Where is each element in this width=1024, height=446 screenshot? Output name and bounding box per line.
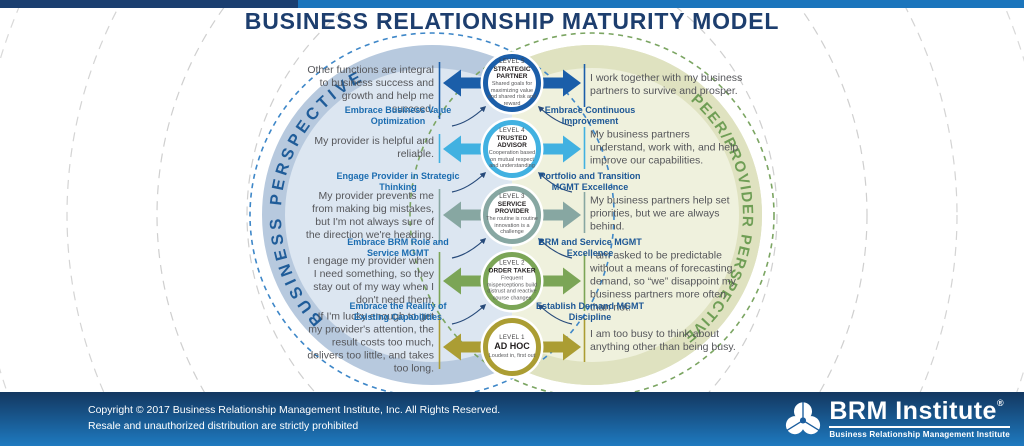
level-2-peer-statement: I am asked to be predictable without a m… <box>590 249 736 314</box>
transition-4-right-label: Establish Demand MGMT Discipline <box>535 301 644 322</box>
top-accent-bar-light-segment <box>298 0 1024 8</box>
level-5-arrows <box>443 69 581 97</box>
level-3-circle-text: LEVEL 3 SERVICE PROVIDER The routine is … <box>486 194 538 236</box>
level-3-business-statement: My provider prevents me from making big … <box>305 189 434 242</box>
level-4-name: TRUSTED ADVISOR <box>496 135 528 150</box>
transition-4-left-label: Embrace the Reality of Existing Capabili… <box>349 301 447 322</box>
level-4-peer-statement: My business partners understand, work wi… <box>590 128 739 167</box>
level-4-circle-text: LEVEL 4 TRUSTED ADVISOR Cooperation base… <box>486 128 538 170</box>
level-5-circle <box>480 51 544 115</box>
level-4-description: Cooperation based on mutual respect and … <box>488 150 536 170</box>
transition-1-right-label: Embrace Continuous Improvement <box>544 105 636 126</box>
level-4-label: LEVEL 4 <box>499 128 525 135</box>
level-1-arrows <box>443 333 581 361</box>
level-3-peer-statement: My business partners help set priorities… <box>590 194 730 233</box>
level-2-name: ORDER TAKER <box>488 267 536 275</box>
transition-3-right-label: BRM and Service MGMT Excellence <box>538 237 642 258</box>
level-5-peer-statement: I work together with my business partner… <box>590 71 743 97</box>
level-3-arrows <box>443 201 581 229</box>
level-2-label: LEVEL 2 <box>499 260 525 267</box>
level-3-name: SERVICE PROVIDER <box>495 201 529 216</box>
level-1-circle <box>480 315 544 379</box>
level-1-description: Loudest in, first out <box>488 352 536 359</box>
level-2-arrows <box>443 267 581 295</box>
transition-2-left-label: Engage Provider in Strategic Thinking <box>336 171 460 192</box>
level-5-circle-text: LEVEL 5 STRATEGIC PARTNER Shared goals f… <box>486 59 538 107</box>
level-3-circle <box>480 183 544 247</box>
level-2-circle <box>480 249 544 313</box>
level-1-peer-statement: I am too busy to think about anything ot… <box>590 327 736 353</box>
level-4-arrows <box>443 135 581 163</box>
level-4-business-statement: My provider is helpful and reliable. <box>314 134 434 160</box>
brm-institute-logo: BRM Institute® Business Relationship Man… <box>784 399 1010 439</box>
statement-separators <box>438 62 586 369</box>
level-2-description: Frequent misperceptions build distrust a… <box>486 275 538 302</box>
brm-logo-text: BRM Institute® Business Relationship Man… <box>829 399 1010 439</box>
page-title: BUSINESS RELATIONSHIP MATURITY MODEL <box>244 8 780 34</box>
copyright-line-1: Copyright © 2017 Business Relationship M… <box>88 404 501 416</box>
level-5-description: Shared goals for maximizing value and sh… <box>487 81 537 107</box>
top-accent-bar <box>0 0 1024 8</box>
transition-2-right-label: Portfolio and Transition MGMT Excellence <box>539 171 641 192</box>
level-1-business-statement: If I'm lucky enough to get my provider's… <box>307 310 434 375</box>
transition-1-left-label: Embrace Business Value Optimization <box>344 105 452 126</box>
level-1-circle-text: LEVEL 1 AD HOC Loudest in, first out <box>486 335 538 359</box>
level-5-name: STRATEGIC PARTNER <box>493 65 531 81</box>
footer-bar: Copyright © 2017 Business Relationship M… <box>0 392 1024 446</box>
level-3-description: The routine is routine innovation is a c… <box>486 216 538 236</box>
level-5-business-statement: Other functions are integral to business… <box>307 63 434 116</box>
logo-title-row: BRM Institute® <box>829 399 1010 428</box>
level-1-label: LEVEL 1 <box>499 334 525 341</box>
level-4-circle <box>480 117 544 181</box>
transition-3-left-label: Embrace BRM Role and Service MGMT <box>347 237 449 258</box>
logo-subtitle: Business Relationship Management Institu… <box>829 430 1010 439</box>
transition-arrows <box>451 105 573 325</box>
level-1-name: AD HOC <box>494 340 530 351</box>
logo-title: BRM Institute <box>829 397 997 425</box>
level-5-label: LEVEL 5 <box>499 58 525 65</box>
level-2-business-statement: I engage my provider when I need somethi… <box>307 254 434 307</box>
copyright-text: Copyright © 2017 Business Relationship M… <box>88 402 500 434</box>
brm-logo-icon <box>786 401 821 435</box>
logo-registered-mark: ® <box>996 398 1005 408</box>
copyright-line-2: Resale and unauthorized distribution are… <box>88 420 359 432</box>
level-2-circle-text: LEVEL 2 ORDER TAKER Frequent mispercepti… <box>486 260 538 301</box>
top-accent-bar-dark-segment <box>0 0 298 8</box>
level-3-label: LEVEL 3 <box>499 194 525 201</box>
